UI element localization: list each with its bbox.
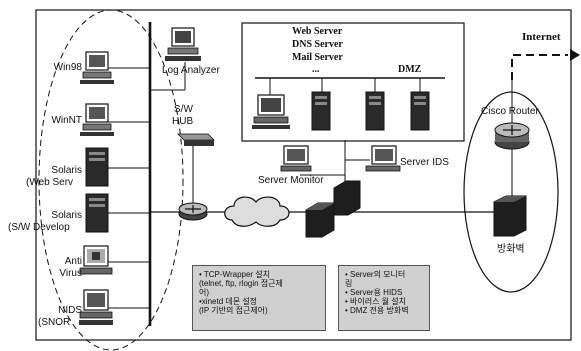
label-dmz: DMZ	[398, 64, 422, 75]
dmz-box	[241, 22, 465, 142]
note-left-line-4: •xinetd 데몬 설정	[199, 297, 258, 306]
dmz-firewall	[305, 202, 335, 238]
network-cloud	[224, 196, 290, 227]
label-nids-1: NIDS	[58, 305, 82, 316]
note-right-line-3: • Server용 HIDS	[345, 288, 403, 297]
cisco-router	[494, 122, 530, 150]
label-log-analyzer: Log Analyzer	[162, 65, 220, 76]
note-right-line-1: • Server의 모니터	[345, 270, 406, 279]
solaris-dev-tower	[85, 193, 109, 233]
label-ellipsis: ...	[312, 64, 320, 75]
note-host-security: • TCP-Wrapper 설치 (telnet, ftp, rlogin 접근…	[192, 265, 326, 331]
label-solaris-dev-1: Solaris	[51, 210, 82, 221]
note-left-line-3: 어)	[199, 288, 210, 297]
dmz-server-tower-1	[311, 91, 331, 131]
antivirus-pc	[79, 245, 113, 275]
log-analyzer-pc	[165, 27, 201, 61]
server-monitor-pc	[280, 145, 312, 172]
label-solaris-web-2: (Web Serv	[26, 177, 74, 188]
solaris-web-tower	[85, 147, 109, 187]
label-sw-hub-2: HUB	[172, 116, 194, 127]
nids-pc	[79, 289, 113, 325]
winnt-pc	[80, 103, 114, 136]
label-firewall: 방화벽	[497, 244, 525, 255]
sw-hub	[177, 133, 215, 146]
label-solaris-dev-2: (S/W Develop	[8, 222, 70, 233]
label-web-server: Web Server	[292, 26, 343, 37]
note-left-line-5: (IP 기반의 접근제어)	[199, 306, 268, 315]
perimeter-ellipse	[463, 91, 559, 293]
note-left-line-1: • TCP-Wrapper 설치	[199, 270, 271, 279]
diagram-frame	[35, 9, 572, 341]
note-left-line-2: (telnet, ftp, rlogin 접근제	[199, 279, 283, 288]
note-dmz-security: • Server의 모니터 링 • Server용 HIDS • 바이러스 월 …	[338, 265, 430, 331]
internet-arrow	[511, 54, 568, 80]
internal-router	[178, 202, 208, 221]
label-antivirus-2: Virus	[59, 268, 82, 279]
note-right-line-5: • DMZ 전용 방화벽	[345, 306, 409, 315]
label-server-ids: Server IDS	[400, 157, 449, 168]
label-server-monitor: Server Monitor	[258, 175, 324, 186]
internal-hosts-ellipse	[38, 9, 184, 351]
label-antivirus-1: Anti	[64, 256, 82, 267]
label-win98: Win98	[53, 62, 82, 73]
label-mail-server: Mail Server	[292, 52, 343, 63]
label-nids-2: (SNOR	[38, 317, 71, 328]
internet-arrowhead	[570, 49, 580, 61]
label-sw-hub-1: S/W	[174, 104, 193, 115]
note-right-line-4: • 바이러스 월 설치	[345, 297, 406, 306]
main-firewall	[493, 195, 527, 237]
label-winnt: WinNT	[51, 115, 82, 126]
label-cisco-router: Cisco Router	[481, 106, 539, 117]
label-solaris-web-1: Solaris	[51, 165, 82, 176]
note-right-line-2: 링	[345, 279, 353, 288]
server-ids-pc	[365, 145, 401, 172]
win98-pc	[80, 51, 114, 84]
dmz-server-pc	[252, 94, 290, 129]
dmz-server-tower-2	[365, 91, 385, 131]
label-internet: Internet	[522, 31, 561, 43]
dmz-server-tower-3	[410, 91, 430, 131]
dmz-ids-box	[333, 180, 361, 216]
label-dns-server: DNS Server	[292, 39, 343, 50]
